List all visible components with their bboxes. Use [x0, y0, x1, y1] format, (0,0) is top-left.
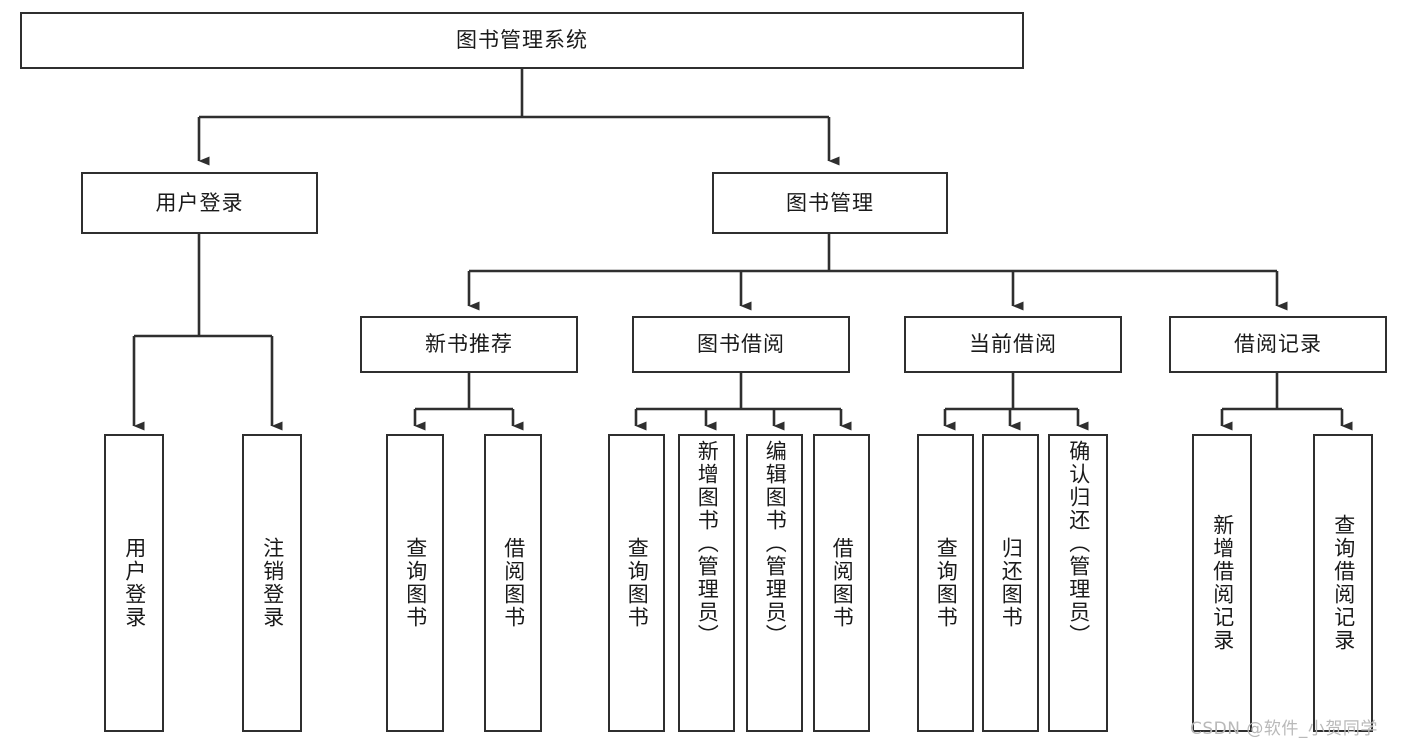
node-label: 借阅记录	[1234, 332, 1322, 356]
leaf-user-logout[interactable]: 注销登录	[242, 434, 302, 732]
leaf-borrow-search-book[interactable]: 查询图书	[608, 434, 665, 732]
node-label: 查询图书	[625, 537, 650, 629]
node-label: 借阅图书	[830, 537, 855, 629]
node-label: 新书推荐	[425, 332, 513, 356]
node-label: 归还图书	[999, 537, 1024, 629]
node-label: 图书管理	[786, 190, 874, 215]
node-borrow-record[interactable]: 借阅记录	[1169, 316, 1387, 373]
leaf-user-login[interactable]: 用户登录	[104, 434, 164, 732]
node-label: 当前借阅	[969, 332, 1057, 356]
node-current-borrow[interactable]: 当前借阅	[904, 316, 1122, 373]
node-label: 图书管理系统	[456, 28, 588, 52]
node-new-book-recommend[interactable]: 新书推荐	[360, 316, 578, 373]
leaf-record-search-record[interactable]: 查询借阅记录	[1313, 434, 1373, 732]
leaf-recommend-borrow-book[interactable]: 借阅图书	[484, 434, 542, 732]
node-label: 查询图书	[403, 537, 428, 629]
node-label: 确认归还（管理员）	[1066, 440, 1091, 647]
node-label: 新增图书（管理员）	[695, 440, 720, 647]
node-root-system[interactable]: 图书管理系统	[20, 12, 1024, 69]
node-label: 新增借阅记录	[1210, 514, 1235, 652]
leaf-borrow-add-book-admin[interactable]: 新增图书（管理员）	[678, 434, 735, 732]
leaf-current-confirm-return-admin[interactable]: 确认归还（管理员）	[1048, 434, 1108, 732]
leaf-borrow-borrow-book[interactable]: 借阅图书	[813, 434, 870, 732]
node-book-management[interactable]: 图书管理	[712, 172, 948, 234]
leaf-record-add-record[interactable]: 新增借阅记录	[1192, 434, 1252, 732]
node-label: 用户登录	[122, 537, 147, 629]
leaf-borrow-edit-book-admin[interactable]: 编辑图书（管理员）	[746, 434, 803, 732]
csdn-watermark: CSDN @软件_小贺同学	[1190, 719, 1378, 739]
node-label: 查询图书	[934, 537, 959, 629]
leaf-current-return-book[interactable]: 归还图书	[982, 434, 1039, 732]
node-label: 借阅图书	[501, 537, 526, 629]
leaf-current-search-book[interactable]: 查询图书	[917, 434, 974, 732]
leaf-recommend-search-book[interactable]: 查询图书	[386, 434, 444, 732]
node-book-borrow[interactable]: 图书借阅	[632, 316, 850, 373]
node-label: 用户登录	[155, 190, 244, 215]
node-label: 编辑图书（管理员）	[763, 440, 788, 647]
node-label: 查询借阅记录	[1331, 514, 1356, 652]
node-user-login[interactable]: 用户登录	[81, 172, 318, 234]
node-label: 图书借阅	[697, 332, 785, 356]
node-label: 注销登录	[260, 537, 285, 629]
